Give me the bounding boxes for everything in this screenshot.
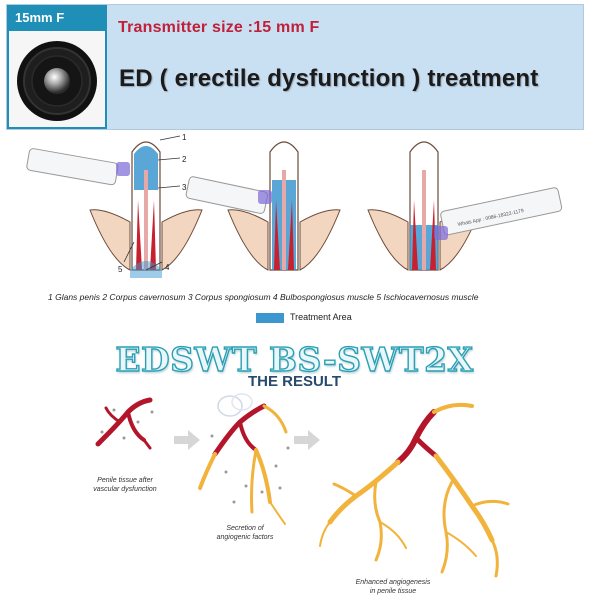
anatomy-number-5: 5	[118, 265, 123, 274]
transmitter-size-label: Transmitter size :15 mm F	[118, 19, 320, 36]
treatment-area-label: Treatment Area	[290, 312, 352, 322]
anatomy-number-4: 4	[165, 263, 170, 272]
header-banner: 15mm F Transmitter size :15 mm F ED ( er…	[6, 4, 584, 130]
caption-stage-1: Penile tissue after vascular dysfunction	[93, 477, 157, 493]
stage-2-dots	[210, 434, 290, 504]
page-title: ED ( erectile dysfunction ) treatment	[119, 65, 539, 92]
model-title: EDSWT BS-SWT2X	[115, 339, 474, 379]
transmitter-head-image	[9, 31, 105, 127]
anatomy-number-1: 1	[182, 133, 187, 142]
vessel-stage-1	[95, 397, 153, 450]
transmitter-thumbnail: 15mm F	[7, 5, 107, 129]
anatomy-illustration: 1 2 3 4 5 Whats App : 008	[20, 130, 580, 290]
arrow-1-icon	[174, 430, 200, 450]
vessel-stage-2	[198, 393, 288, 525]
vessel-stage-3	[319, 402, 510, 578]
thumb-label: 15mm F	[15, 10, 65, 25]
anatomy-number-2: 2	[182, 155, 187, 164]
angiogenesis-illustration: Penile tissue after vascular dysfunction…	[80, 392, 580, 614]
anatomy-panel-3: Whats App : 0086-18322-1179	[367, 141, 563, 271]
caption-stage-3: Enhanced angiogenesis in penile tissue	[355, 579, 431, 595]
caption-stage-2: Secretion of angiogenic factors	[216, 525, 274, 541]
treatment-area-swatch	[256, 313, 284, 323]
anatomy-legend: 1 Glans penis 2 Corpus cavernosum 3 Corp…	[48, 292, 479, 302]
result-heading: THE RESULT	[247, 373, 342, 390]
arrow-2-icon	[294, 430, 320, 450]
anatomy-panel-1	[26, 135, 203, 278]
anatomy-panel-2	[185, 141, 341, 271]
stage-1-dots	[100, 408, 154, 440]
anatomy-number-3: 3	[182, 183, 187, 192]
